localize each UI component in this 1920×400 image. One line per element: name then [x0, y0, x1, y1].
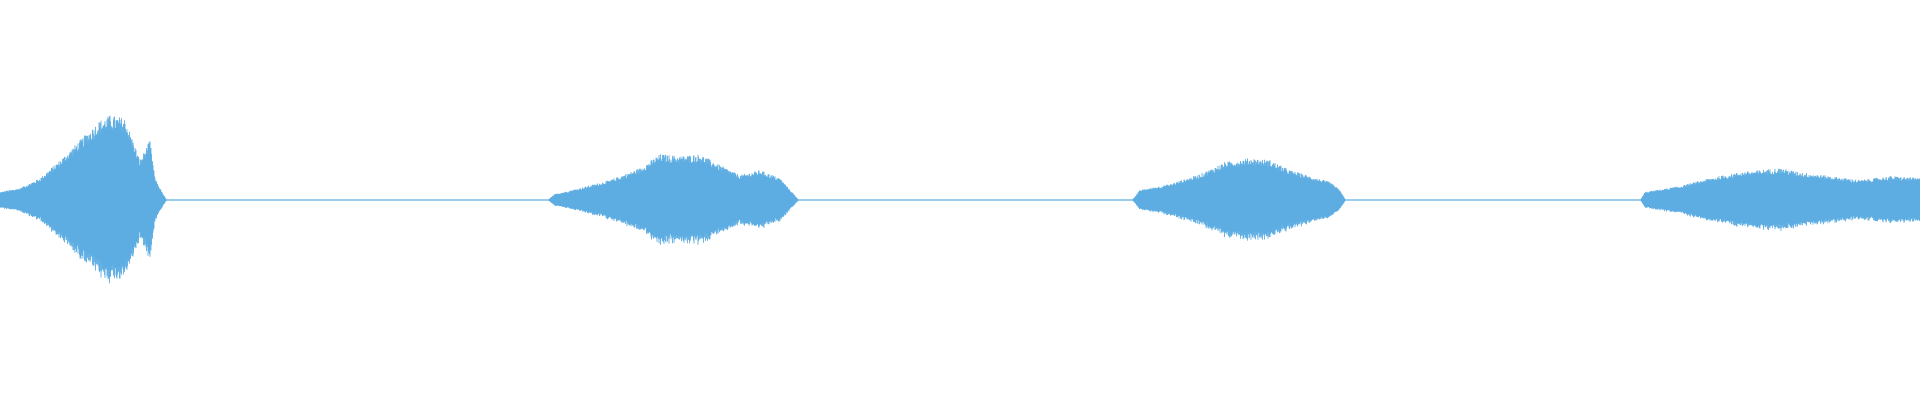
waveform-segment-3 — [1132, 158, 1346, 241]
waveform-segment-2 — [548, 154, 799, 245]
waveform-segment-1 — [0, 115, 167, 284]
waveform-segment-4 — [1640, 168, 1920, 231]
